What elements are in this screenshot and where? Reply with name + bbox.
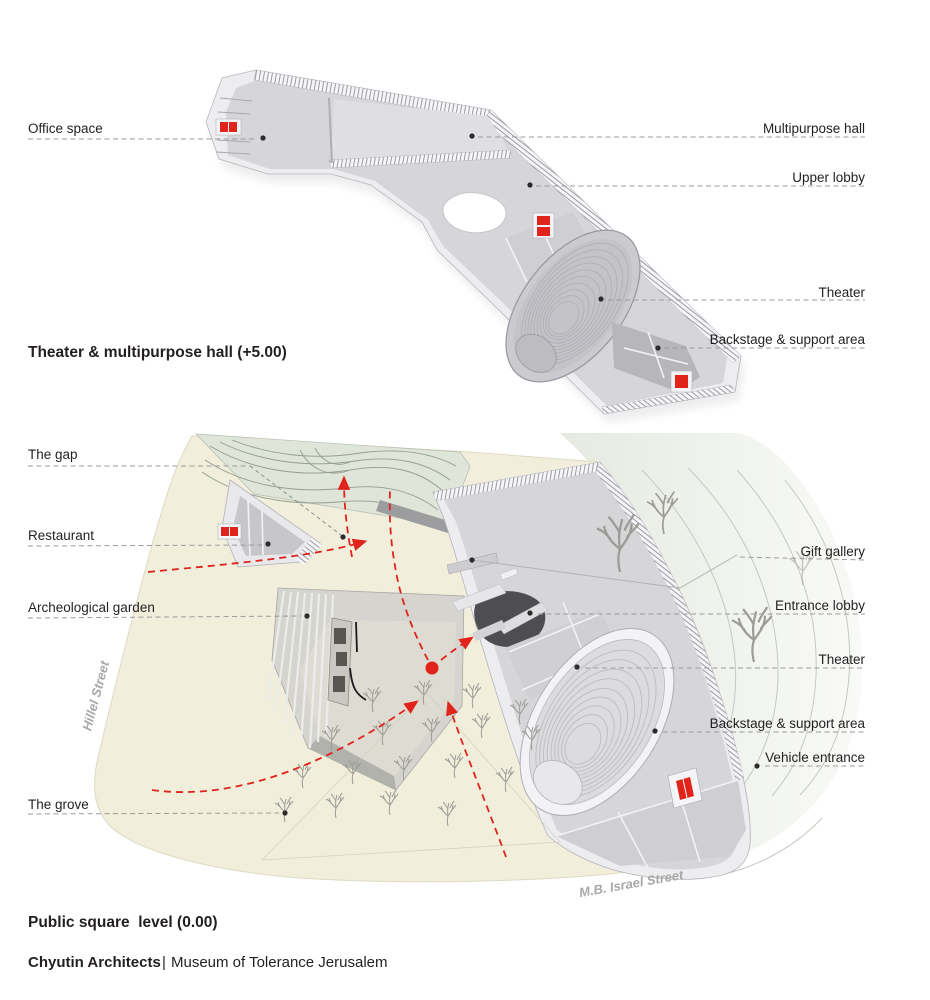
restaurant-building (217, 479, 322, 568)
label-archeological-garden: Archeological garden (28, 600, 155, 615)
red-stair-theater-top (532, 212, 555, 239)
leader-the-gap-diagonal (249, 465, 342, 536)
dot-theater-bottom (574, 664, 580, 670)
restaurant-hatched-wall (295, 538, 322, 565)
entrance-ramp-1 (451, 583, 507, 612)
entrance-ramp-3 (472, 620, 506, 641)
hatched-wall-building-top (432, 461, 601, 502)
footer-firm: Chyutin Architects (28, 954, 161, 971)
route-grove-to-node (151, 700, 419, 793)
stage (515, 333, 557, 373)
stage (533, 760, 583, 805)
dot-restaurant (265, 541, 271, 547)
top-labels: Office space Multipurpose hall Upper lob… (28, 121, 865, 351)
lobby-void-opening (442, 192, 507, 234)
route-to-gap (337, 475, 353, 558)
red-stair-office (215, 118, 242, 136)
hillside-slope (560, 433, 863, 866)
grove-boundary (260, 691, 561, 861)
bottom-siteplan-drawing (94, 433, 874, 885)
vehicle-road (700, 724, 874, 885)
footer-credit: Chyutin Architects | Museum of Tolerance… (28, 954, 388, 971)
label-backstage-bottom: Backstage & support area (710, 716, 866, 731)
garden-terraces (266, 590, 335, 749)
grove-trees (260, 679, 561, 861)
circulation-routes (147, 475, 507, 858)
leader-gift-gallery-solid (471, 554, 738, 589)
dot-archeological-garden (304, 613, 310, 619)
footer-separator: | (162, 954, 166, 971)
entrance-ramp-2 (497, 601, 549, 635)
theater-seating-top (505, 229, 641, 383)
office-partitions (215, 97, 253, 155)
bottom-diagram-title: Public square level (0.00) (28, 914, 218, 931)
red-stair-backstage-public (667, 767, 703, 809)
leader-gift-gallery (739, 556, 866, 561)
label-theater-bottom: Theater (818, 652, 865, 667)
office-block-wall (328, 97, 333, 164)
label-theater-top: Theater (818, 285, 865, 300)
gap-contour-area (195, 433, 471, 533)
dot-upper-lobby (527, 182, 533, 188)
dot-gift-gallery (469, 557, 475, 563)
dot-office-space (260, 135, 266, 141)
dot-vehicle-entrance (754, 763, 760, 769)
label-backstage-top: Backstage & support area (710, 332, 866, 347)
hall-lobby-divider-wall (328, 149, 513, 169)
theater-seating-bottom (519, 627, 675, 817)
dot-theater-top (598, 296, 604, 302)
red-stair-restaurant (217, 523, 242, 540)
backstage-floor-public (556, 780, 746, 866)
foyer-rooms-public (505, 610, 624, 700)
label-office-space: Office space (28, 121, 103, 136)
label-vehicle-entrance: Vehicle entrance (765, 750, 865, 765)
multipurpose-hall-floor (331, 99, 508, 161)
label-upper-lobby: Upper lobby (792, 170, 865, 185)
dot-multipurpose-hall (469, 133, 475, 139)
gift-gallery-counter (446, 552, 499, 575)
hatched-wall-southeast (601, 384, 736, 415)
route-node-dot (425, 661, 439, 675)
retaining-wall (376, 500, 452, 533)
route-south-to-node (446, 700, 507, 858)
route-node-to-gap (388, 488, 429, 661)
museum-building-public-level (432, 461, 751, 880)
label-multipurpose-hall: Multipurpose hall (763, 121, 865, 136)
top-floorplan-drawing (205, 69, 745, 423)
footer-project: Museum of Tolerance Jerusalem (171, 954, 388, 971)
dot-the-gap (340, 534, 346, 540)
label-gift-gallery: Gift gallery (800, 544, 865, 559)
route-node-to-entrance (440, 636, 474, 661)
label-the-grove: The grove (28, 797, 89, 812)
dot-entrance-lobby (527, 610, 533, 616)
red-stair-backstage-top (670, 370, 693, 393)
route-west-sweep (147, 538, 368, 573)
label-restaurant: Restaurant (28, 528, 94, 543)
archeological-garden-pit (266, 587, 465, 791)
label-the-gap: The gap (28, 447, 78, 462)
dot-backstage-bottom (652, 728, 658, 734)
dot-the-grove (282, 810, 288, 816)
leader-archeological-garden (27, 615, 302, 619)
top-diagram-title: Theater & multipurpose hall (+5.00) (28, 344, 287, 361)
dot-backstage-top (655, 345, 661, 351)
label-entrance-lobby: Entrance lobby (775, 598, 865, 613)
garden-excavation-structure (327, 617, 367, 707)
